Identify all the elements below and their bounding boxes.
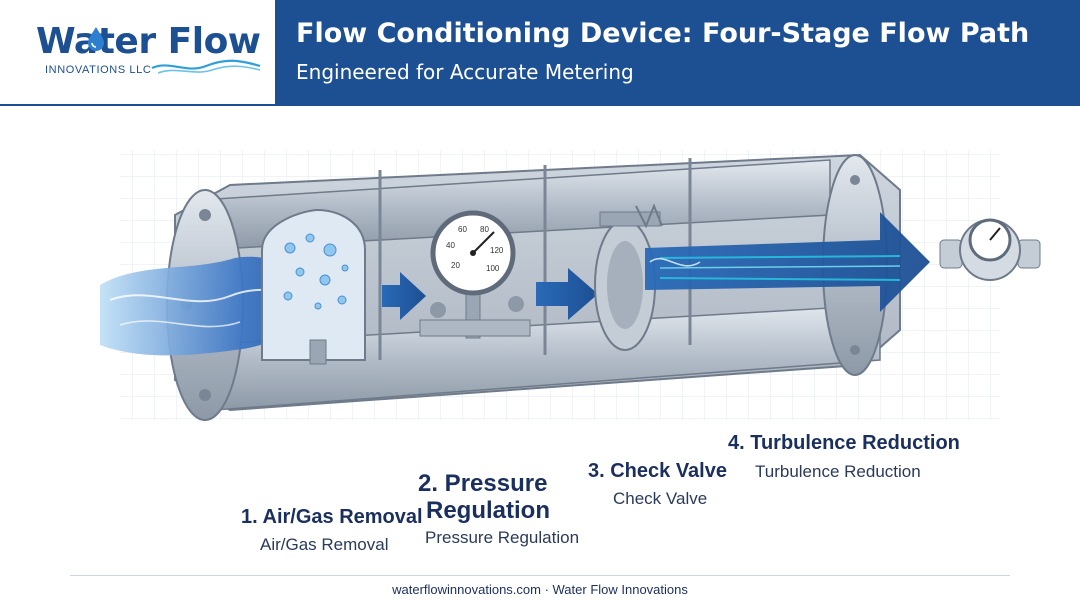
stage-2-subtitle: Pressure Regulation (425, 528, 580, 547)
gauge-tick: 60 (458, 225, 467, 234)
logo-subtitle: INNOVATIONS LLC (45, 64, 152, 76)
header-bar: Water Flow INNOVATIONS LLC Flow Conditio… (0, 0, 1080, 106)
flow-arrow-1 (382, 272, 426, 320)
logo-wordmark: Water Flow (36, 21, 261, 62)
gauge-tick: 80 (480, 225, 489, 234)
page-subtitle: Engineered for Accurate Metering (296, 60, 634, 84)
page-title: Flow Conditioning Device: Four-Stage Flo… (296, 18, 1030, 49)
device-illustration: 20 40 60 80 100 120 (100, 150, 1041, 421)
check-valve (594, 203, 663, 351)
stage-1-title: 1. Air/Gas Removal (241, 506, 423, 528)
flow-arrow-2 (536, 268, 598, 320)
stage-2-title-line1: 2. Pressure (418, 470, 548, 497)
stage-2-title-line2: Regulation (426, 497, 550, 524)
footer-text[interactable]: waterflowinnovations.com · Water Flow In… (392, 582, 688, 597)
air-chamber (261, 208, 366, 365)
air-bubbles (283, 233, 349, 310)
water-meter-icon (939, 218, 1041, 281)
stage-3-subtitle: Check Valve (613, 489, 708, 508)
wave-icon (151, 59, 261, 74)
gauge-tick: 20 (451, 261, 460, 270)
stage-3-title: 3. Check Valve (588, 460, 727, 482)
stage-1-subtitle: Air/Gas Removal (260, 535, 389, 554)
stage-4-subtitle: Turbulence Reduction (755, 462, 921, 481)
gauge-tick: 40 (446, 241, 455, 250)
footer-divider (70, 575, 1010, 576)
logo[interactable]: Water Flow INNOVATIONS LLC (0, 0, 275, 104)
gauge-tick: 100 (486, 264, 500, 273)
stage-4-title: 4. Turbulence Reduction (728, 432, 960, 454)
water-drop-icon (88, 27, 104, 51)
turbulence-flow (645, 212, 930, 312)
pressure-gauge: 20 40 60 80 100 120 (419, 210, 531, 339)
gauge-tick: 120 (490, 246, 504, 255)
